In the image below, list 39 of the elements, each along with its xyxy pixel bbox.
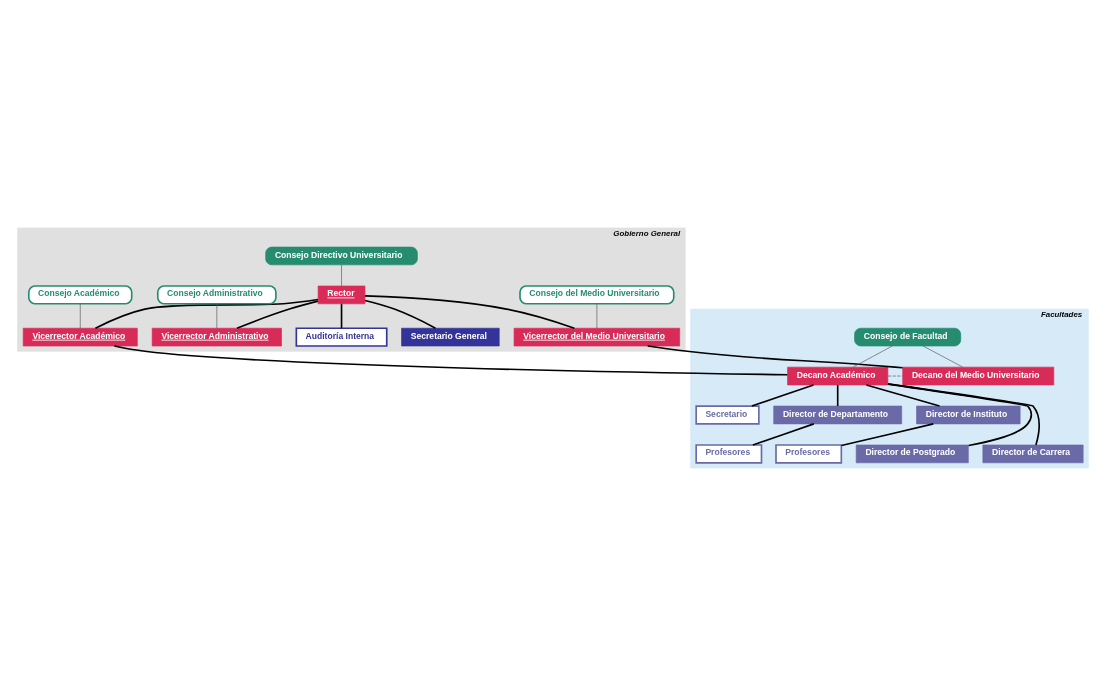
- connector: [94, 298, 319, 329]
- node-box: Consejo Administrativo: [156, 284, 277, 305]
- node-box: Director de Instituto: [916, 405, 1021, 424]
- node-box: Secretario: [695, 404, 760, 425]
- connector: [216, 303, 218, 328]
- node-box: Director de Carrera: [982, 444, 1084, 463]
- connector: [836, 383, 839, 407]
- connector: [364, 294, 576, 329]
- connector: [887, 375, 903, 376]
- connector: [852, 345, 893, 367]
- node-box: Decano Académico: [787, 366, 889, 385]
- node-box: Auditoría Interna: [295, 326, 388, 347]
- node-box: Profesores: [695, 443, 763, 464]
- connector: [646, 344, 904, 369]
- connector: [364, 299, 437, 329]
- node-box: Consejo Académico: [27, 284, 133, 305]
- node-box: Decano del Medio Universitario: [902, 366, 1055, 385]
- connector: [840, 422, 935, 446]
- connector: [236, 299, 319, 329]
- connector: [751, 383, 815, 407]
- node-box: Vicerrector Administrativo: [151, 327, 282, 346]
- connector: [922, 345, 963, 367]
- connector: [79, 303, 81, 328]
- node-box: Rector: [317, 285, 366, 304]
- connector: [752, 422, 815, 446]
- connector: [865, 383, 941, 407]
- node-box: Vicerrector del Medio Universitario: [513, 327, 680, 346]
- node-box: Vicerrector Académico: [22, 327, 138, 346]
- node-box: Director de Departamento: [773, 405, 903, 424]
- connector: [340, 302, 343, 329]
- node-box: Secretario General: [401, 327, 500, 346]
- node-box: Consejo de Facultad: [854, 327, 962, 346]
- node-box: Director de Postgrado: [855, 444, 969, 463]
- node-box: Profesores: [775, 443, 843, 464]
- connector: [596, 303, 598, 328]
- connector: [341, 264, 342, 286]
- node-box: Consejo del Medio Universitario: [519, 284, 675, 305]
- node-box: Consejo Directivo Universitario: [265, 246, 418, 265]
- connector: [113, 344, 789, 376]
